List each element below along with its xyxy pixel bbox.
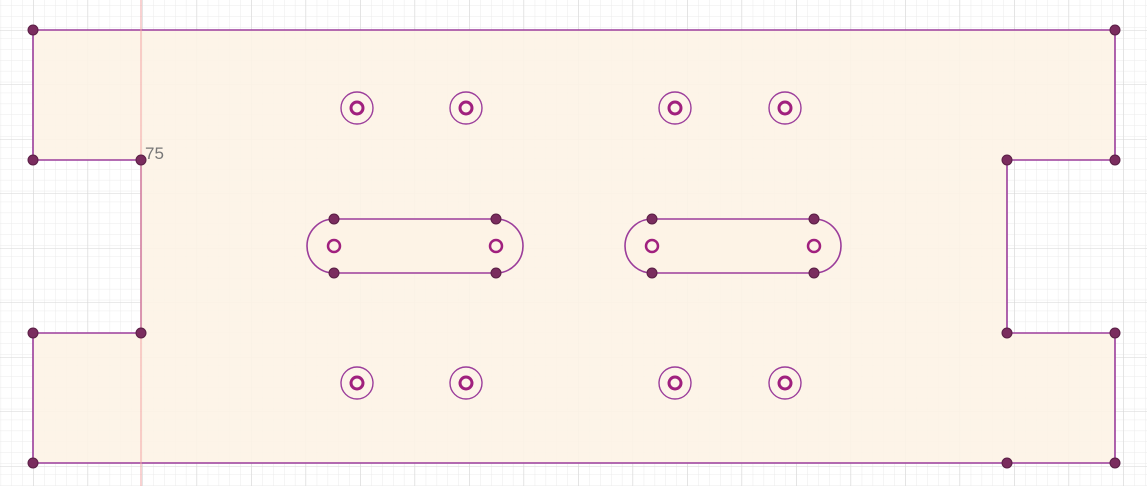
hole-icon [449,366,483,400]
sketch-point-icon [328,267,340,279]
hole-icon [340,91,374,125]
sketch-point-icon [27,327,39,339]
sketch-point-icon [27,154,39,166]
sketch-point-icon [1109,457,1121,469]
slot-center-point [488,238,504,254]
dimension-label[interactable]: 75 [145,144,164,163]
sketch-point-icon [490,267,502,279]
sketch-points[interactable] [27,24,1121,469]
hole-icon [768,91,802,125]
sketch-point-icon [328,213,340,225]
sketch-point-icon [1001,154,1013,166]
hole-icon [768,366,802,400]
hole-icon [658,366,692,400]
sketch-point-icon [808,213,820,225]
sketch-point-icon [135,154,147,166]
sketch-point-icon [1109,154,1121,166]
hole-icon [340,366,374,400]
sketch-point-icon [646,267,658,279]
sketch-point-icon [27,457,39,469]
slot-center-point [326,238,342,254]
sketch-point-icon [27,24,39,36]
sketch-point-icon [1001,327,1013,339]
slot-center-point [644,238,660,254]
holes[interactable] [340,91,802,400]
sketch-point-icon [1001,457,1013,469]
slot-center-point [806,238,822,254]
sketch-point-icon [135,327,147,339]
sketch-point-icon [808,267,820,279]
sketch-point-icon [490,213,502,225]
sketch-point-icon [646,213,658,225]
hole-icon [658,91,692,125]
sketch-point-icon [1109,24,1121,36]
sketch-point-icon [1109,327,1121,339]
sketch-profile[interactable] [32,29,1116,464]
slot-centers [326,238,822,254]
hole-icon [449,91,483,125]
